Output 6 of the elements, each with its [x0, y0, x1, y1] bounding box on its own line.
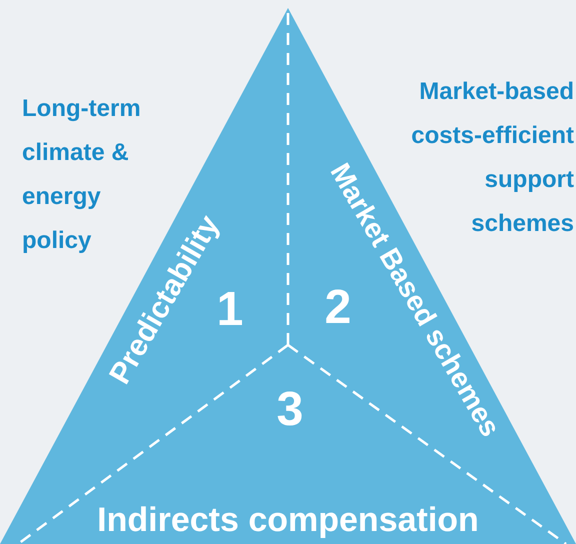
section-number: 2 [324, 284, 352, 332]
side-note: Long-term climate & energy policy [22, 94, 141, 254]
section-number: 1 [216, 286, 244, 334]
section-number: 3 [276, 386, 304, 434]
section-title: Indirects compensation [97, 503, 479, 537]
side-note: Market-based costs-efficient support schemes [410, 77, 574, 239]
